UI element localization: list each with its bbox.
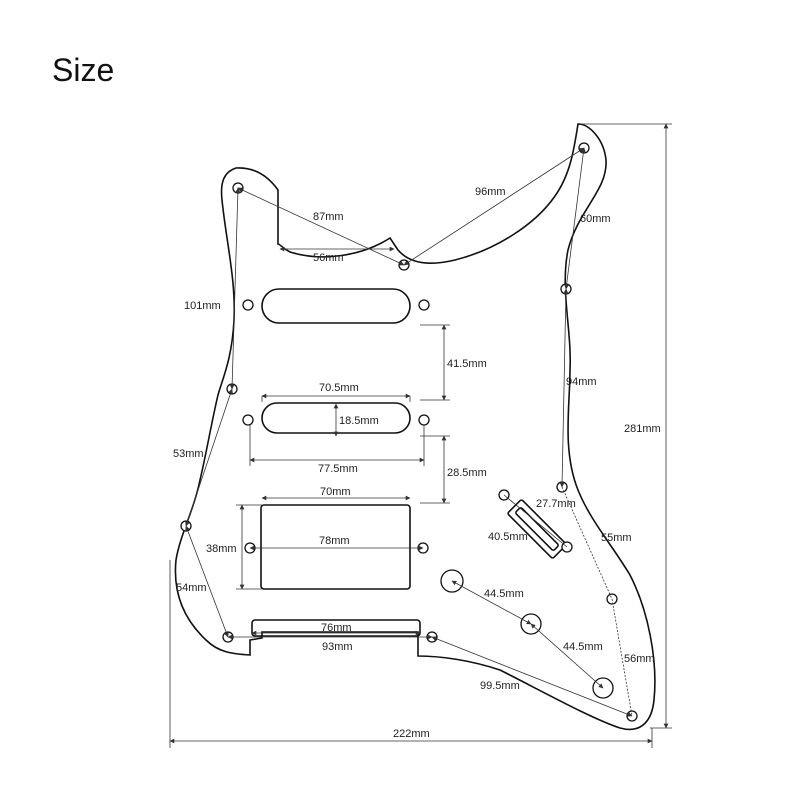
dim-label-93: 93mm <box>322 641 353 653</box>
dim-label-41-5: 41.5mm <box>447 358 487 370</box>
dim-label-56-bottom: 56mm <box>624 653 655 665</box>
dim-label-60: 60mm <box>580 213 611 225</box>
dimension-labels: 87mm 96mm 56mm 60mm 101mm 41.5mm 94mm 70… <box>173 186 661 740</box>
dim-label-38: 38mm <box>206 543 237 555</box>
dimension-lines <box>169 123 672 748</box>
dim-label-27-7: 27.7mm <box>536 498 576 510</box>
dim-label-77-5: 77.5mm <box>318 463 358 475</box>
dim-label-53: 53mm <box>173 448 204 460</box>
dim-label-76: 76mm <box>321 622 352 634</box>
dim-label-281: 281mm <box>624 423 661 435</box>
dim-label-87: 87mm <box>313 211 344 223</box>
dim-label-44-5-b: 44.5mm <box>563 641 603 653</box>
neck-pickup-route <box>261 288 411 324</box>
dim-label-18-5: 18.5mm <box>339 415 379 427</box>
dim-label-56-top: 56mm <box>313 252 344 264</box>
switch-slot <box>507 499 567 559</box>
dim-label-96: 96mm <box>475 186 506 198</box>
page-title: Size <box>52 52 115 88</box>
dim-label-78: 78mm <box>319 535 350 547</box>
dim-label-28-5: 28.5mm <box>447 467 487 479</box>
dim-label-99-5: 99.5mm <box>480 680 520 692</box>
dim-label-54: 54mm <box>176 582 207 594</box>
dim-label-44-5-a: 44.5mm <box>484 588 524 600</box>
dim-label-70-5: 70.5mm <box>319 382 359 394</box>
dim-label-40-5: 40.5mm <box>488 531 528 543</box>
dim-label-94: 94mm <box>566 376 597 388</box>
dim-label-101: 101mm <box>184 300 221 312</box>
dim-label-55: 55mm <box>601 532 632 544</box>
humbucker-route <box>260 504 411 590</box>
dim-label-222: 222mm <box>393 728 430 740</box>
dim-label-70: 70mm <box>320 486 351 498</box>
